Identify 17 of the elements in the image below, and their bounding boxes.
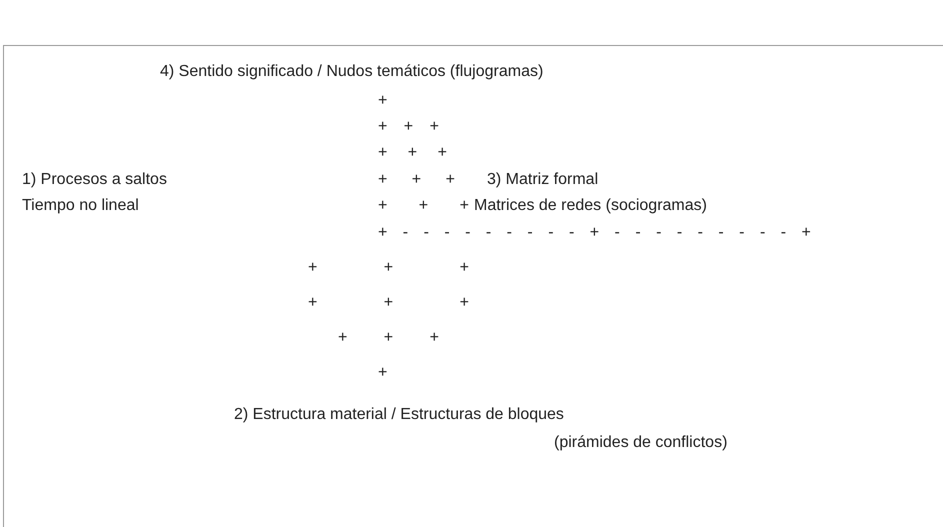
plus-row: + + +: [378, 196, 469, 216]
plus-row: + + +: [378, 117, 439, 137]
plus-row: + + +: [308, 293, 469, 313]
branch-note: Matrices de redes (sociogramas): [474, 196, 707, 216]
plus-row: + + +: [308, 258, 469, 278]
branch-label: 3) Matriz formal: [487, 170, 598, 190]
branch-label: 1) Procesos a saltos: [22, 170, 167, 190]
plus-row: + + +: [378, 170, 455, 190]
branch-note: (pirámides de conflictos): [554, 433, 728, 453]
plus-mark: +: [378, 363, 388, 383]
branch-label: 4) Sentido significado / Nudos temáticos (flujogramas): [160, 62, 544, 82]
branch-label: 2) Estructura material / Estructuras de bloques: [234, 405, 564, 425]
axis-row: + - - - - - - - - - + - - - - - - - - - +: [378, 223, 811, 243]
plus-row: + + +: [338, 328, 439, 348]
branch-note: Tiempo no lineal: [22, 196, 139, 216]
plus-row: + + +: [378, 143, 447, 163]
plus-mark: +: [378, 91, 388, 111]
